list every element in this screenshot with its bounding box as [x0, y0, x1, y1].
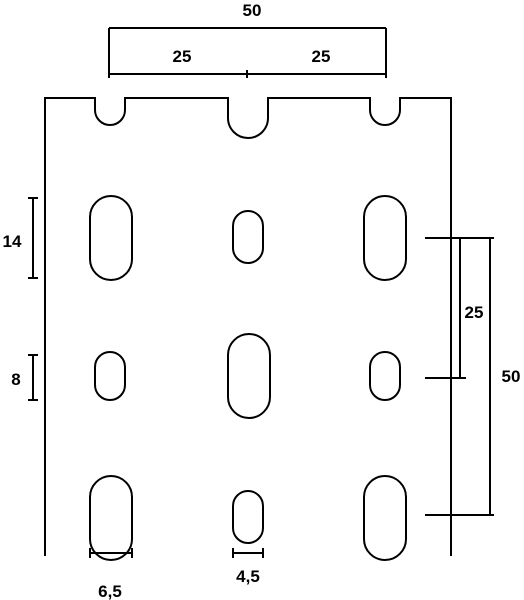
- dim-row-pitch: 25: [465, 303, 484, 322]
- top-dimension: [108, 27, 387, 78]
- slot-r1-left: [89, 195, 133, 281]
- plate-outline: [44, 97, 452, 556]
- bottom-dimension-large: [89, 548, 133, 558]
- bottom-dimension-small: [232, 548, 264, 558]
- dim-total-pitch: 50: [502, 367, 521, 386]
- slot-r2-center: [227, 333, 271, 419]
- dim-slot-height-small: 8: [11, 370, 20, 389]
- slot-r3-center: [232, 490, 264, 544]
- left-dimension-large: [28, 197, 38, 279]
- slot-r2-left: [94, 351, 126, 401]
- slot-r1-right: [363, 195, 407, 281]
- dim-slot-height-large: 14: [3, 232, 22, 251]
- slot-r2-right: [369, 351, 401, 401]
- slot-r3-right: [363, 475, 407, 561]
- dim-slot-width-small: 4,5: [236, 567, 260, 586]
- slot-r1-center: [232, 210, 264, 264]
- dim-total-width: 50: [243, 1, 262, 20]
- dim-half-right: 25: [312, 47, 331, 66]
- dim-slot-width-large: 6,5: [98, 582, 122, 600]
- slot-r3-left: [89, 475, 133, 561]
- right-dimension: [425, 237, 494, 516]
- dim-half-left: 25: [173, 47, 192, 66]
- left-dimension-small: [28, 354, 38, 401]
